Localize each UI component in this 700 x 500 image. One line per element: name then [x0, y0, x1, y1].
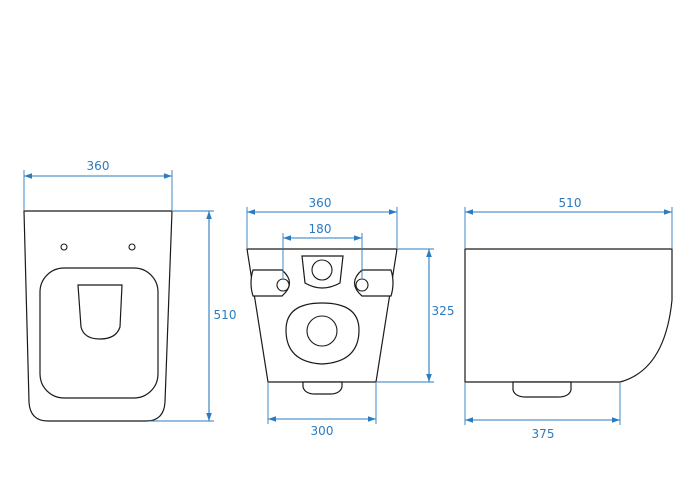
side-base-length-label: 375: [532, 427, 555, 441]
front-height-label: 510: [214, 308, 237, 322]
side-view-outline: [464, 248, 673, 383]
top-view-bowl-opening: [77, 284, 123, 340]
rear-height-label: 325: [432, 304, 455, 318]
fixing-hole-left: [60, 243, 68, 251]
rear-fixing-hole-right: [355, 278, 369, 292]
rear-fixing-hole-left: [276, 278, 290, 292]
rear-water-inlet-opening: [311, 259, 333, 281]
side-view-outlet-spigot: [512, 381, 572, 398]
rear-base-width-label: 300: [311, 424, 334, 438]
side-length-label: 510: [559, 196, 582, 210]
fixing-hole-right: [128, 243, 136, 251]
rear-fixing-spacing-label: 180: [309, 222, 332, 236]
rear-width-label: 360: [309, 196, 332, 210]
front-width-label: 360: [87, 159, 110, 173]
rear-waste-outlet-opening: [306, 315, 338, 347]
top-view: 360 510: [23, 159, 237, 422]
rear-view: 360 180 300 325: [246, 196, 455, 438]
side-view: 510 375: [464, 196, 673, 441]
rear-view-outlet-spigot: [302, 381, 343, 395]
